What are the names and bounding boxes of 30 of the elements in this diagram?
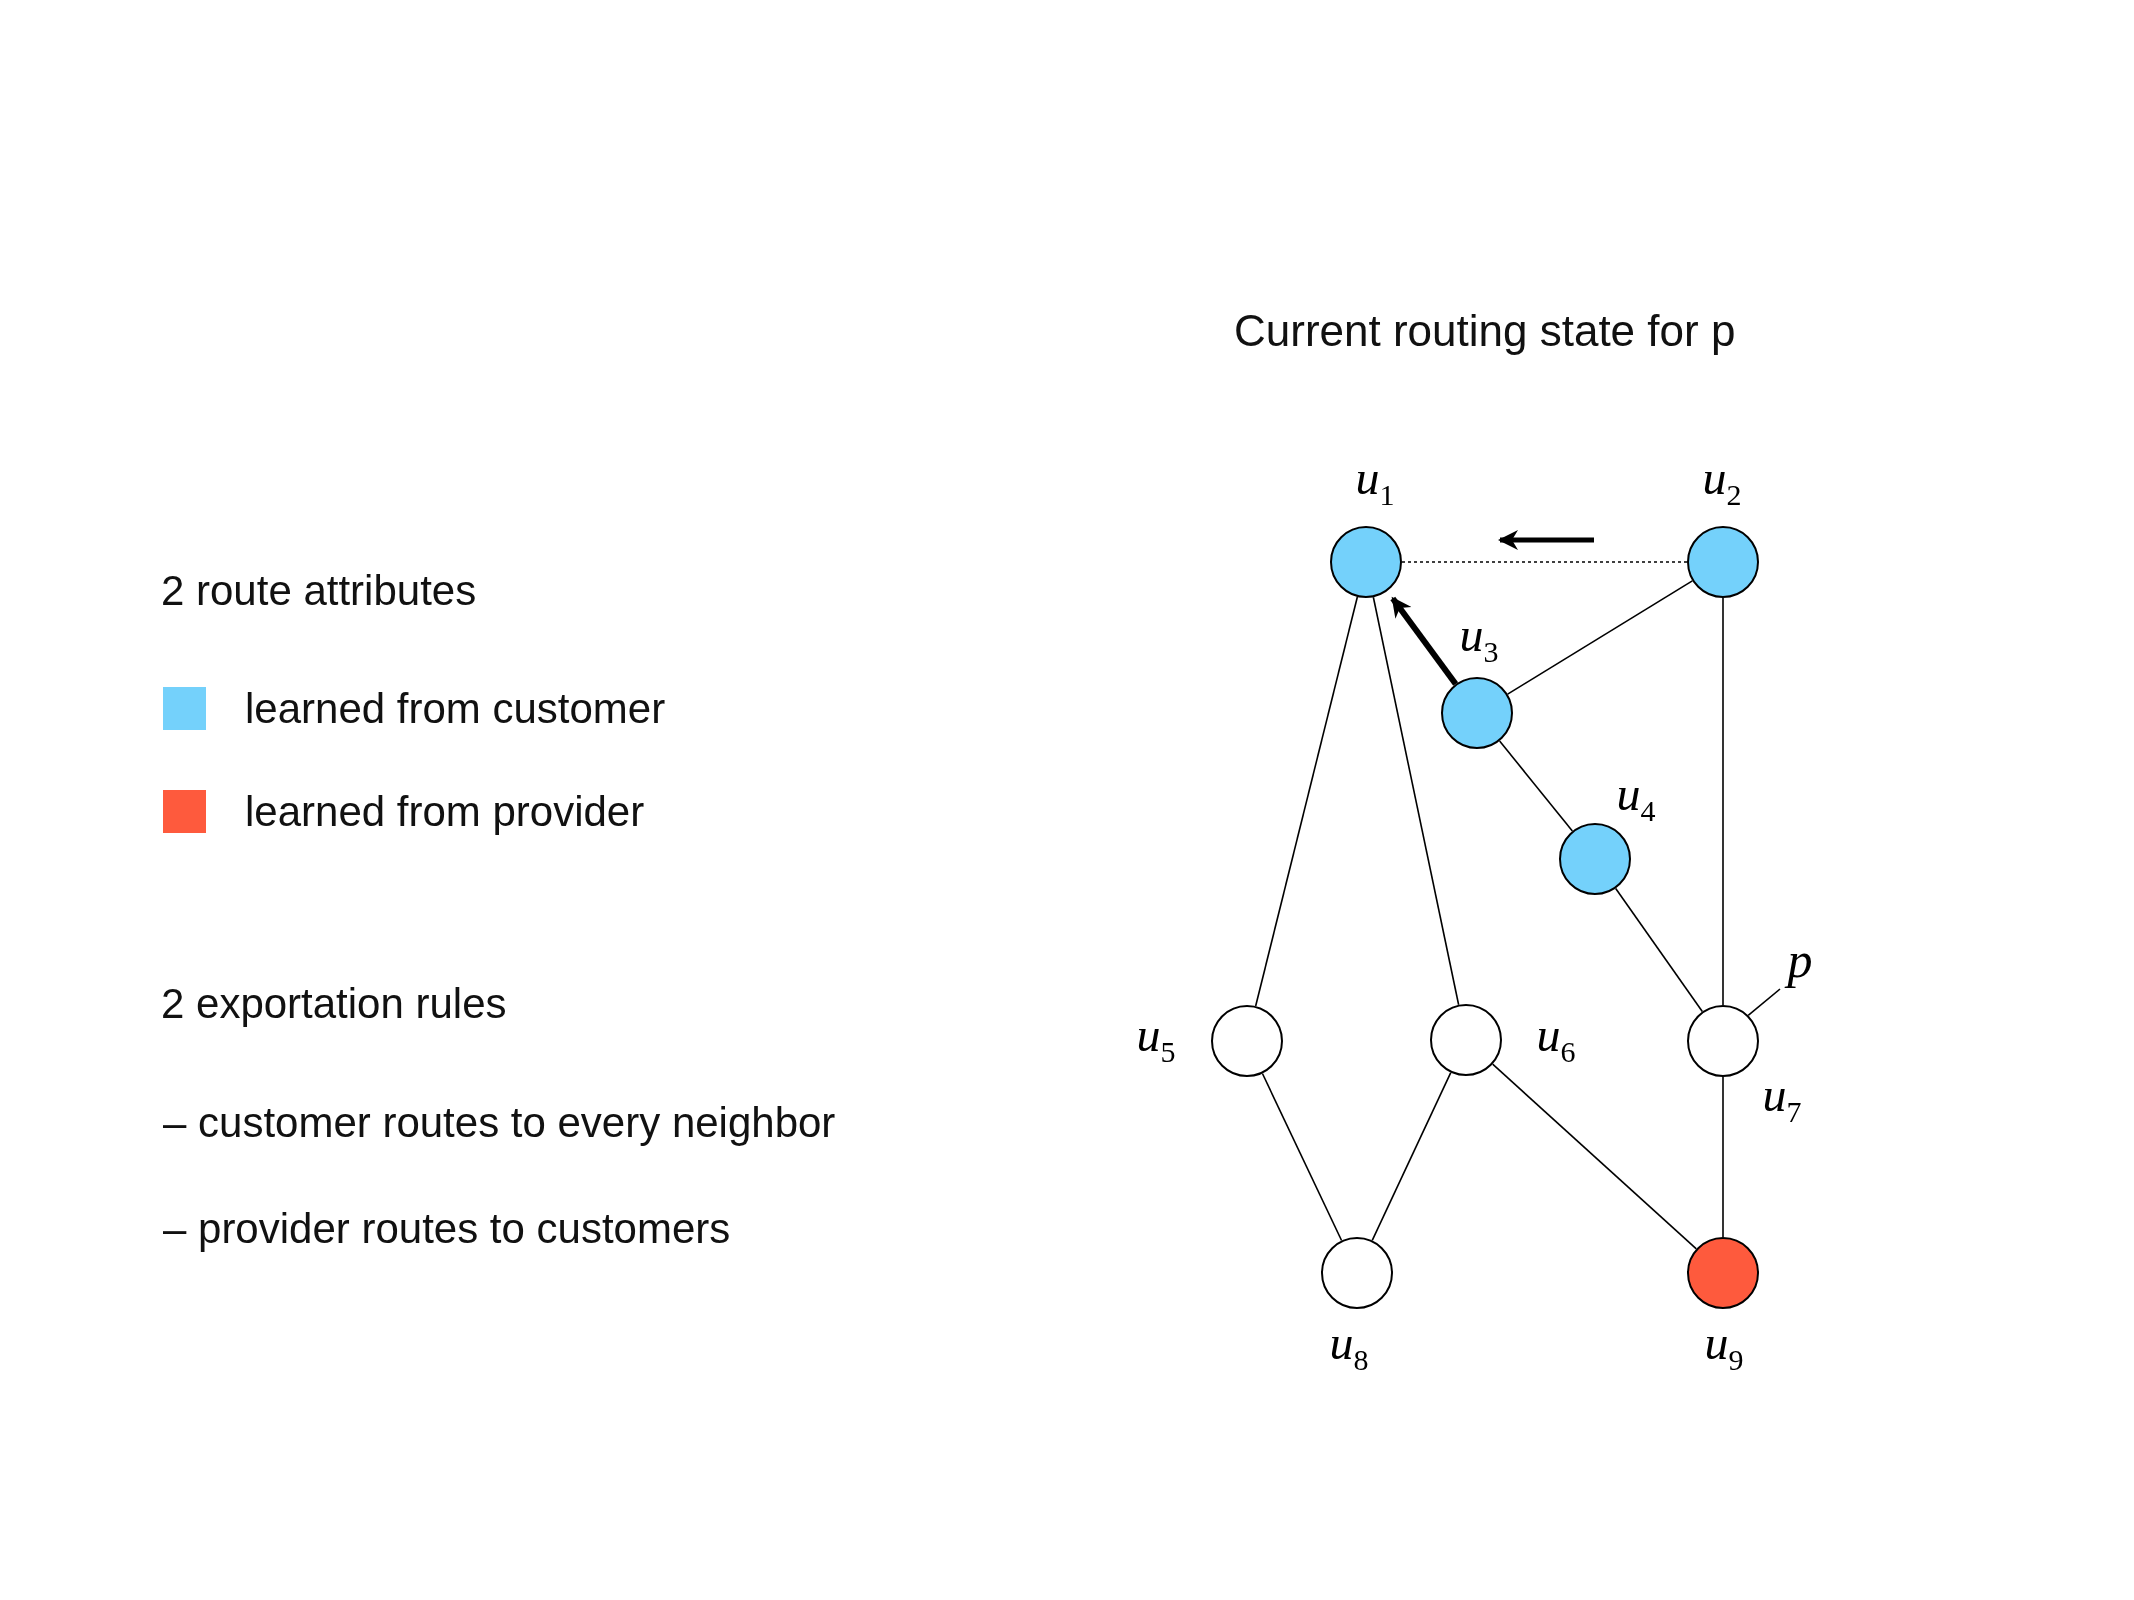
node-name: u$_{1}$ — [1355, 454, 1395, 510]
link-line — [1371, 1071, 1452, 1242]
link-line — [1254, 596, 1359, 1007]
link-line — [1372, 596, 1460, 1006]
node-name: u$_{7}$ — [1762, 1071, 1802, 1127]
node-name: u$_{6}$ — [1536, 1011, 1576, 1067]
legend-text: learned from customer — [245, 685, 666, 733]
link-line — [1722, 1076, 1724, 1238]
link-line — [1614, 887, 1704, 1013]
diagram-title: Current routing state for p — [1234, 306, 1736, 356]
section-heading: 2 route attributes — [161, 567, 477, 615]
leader-line — [1747, 988, 1781, 1017]
router-node — [1441, 677, 1513, 749]
node-name: u$_{2}$ — [1702, 454, 1742, 510]
section-heading: 2 exportation rules — [161, 980, 507, 1028]
node-name: u$_{8}$ — [1329, 1319, 1369, 1375]
rule-text: – provider routes to customers — [163, 1205, 731, 1253]
node-name: u$_{4}$ — [1616, 770, 1656, 826]
node-name: u$_{3}$ — [1459, 611, 1499, 667]
rule-text: – customer routes to every neighbor — [163, 1099, 836, 1147]
link-line — [1498, 740, 1574, 832]
node-name: u$_{9}$ — [1704, 1319, 1744, 1375]
link-line — [1401, 561, 1688, 563]
link-line — [1506, 580, 1694, 695]
arrow — [1390, 596, 1459, 686]
link-line — [1261, 1072, 1343, 1242]
legend-text: learned from provider — [245, 788, 645, 836]
link-line — [1491, 1063, 1698, 1250]
node-name: u$_{5}$ — [1136, 1011, 1176, 1067]
link-line — [1722, 597, 1724, 1006]
